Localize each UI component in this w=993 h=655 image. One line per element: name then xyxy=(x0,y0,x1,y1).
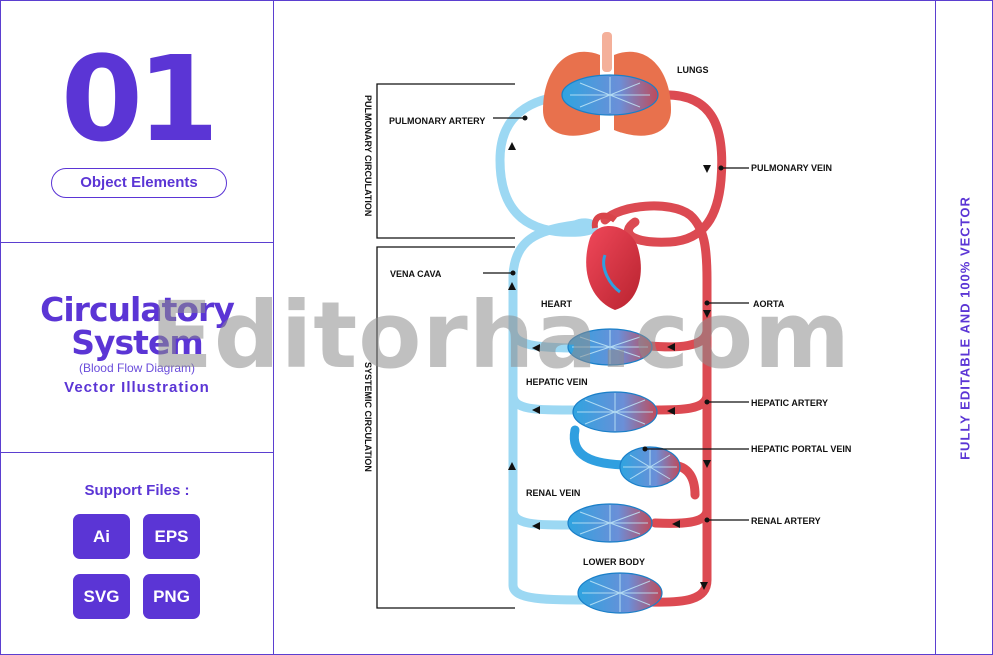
flow-arrows xyxy=(508,142,711,590)
label-lungs: LUNGS xyxy=(677,65,709,75)
label-pulmonary-circulation: PULMONARY CIRCULATION xyxy=(363,95,373,217)
label-aorta: AORTA xyxy=(753,299,785,309)
vector-label: Vector Illustration xyxy=(64,379,210,396)
label-pulmonary-vein: PULMONARY VEIN xyxy=(751,163,833,173)
format-badge-ai: Ai xyxy=(73,514,130,559)
left-panel: 01 Object Elements Circulatory System (B… xyxy=(0,0,274,655)
format-badge-eps: EPS xyxy=(143,514,200,559)
vena-cava-to-upper xyxy=(508,220,600,353)
aorta-descending xyxy=(600,201,712,607)
label-renal-artery: RENAL ARTERY xyxy=(751,516,821,526)
hepatic-artery-path xyxy=(650,390,712,415)
capillary-mesh xyxy=(570,77,677,612)
systemic-return-left xyxy=(508,385,600,605)
label-pulmonary-artery: PULMONARY ARTERY xyxy=(389,116,486,126)
hepatic-portal-connector xyxy=(569,425,635,470)
label-renal-vein: RENAL VEIN xyxy=(526,488,581,498)
label-lower-body: LOWER BODY xyxy=(583,557,645,567)
leader-dots xyxy=(510,115,724,523)
leader-lines xyxy=(483,117,749,521)
editable-vector-text: FULLY EDITABLE AND 100% VECTOR xyxy=(957,196,973,460)
renal-artery-path xyxy=(650,505,712,528)
label-hepatic-vein: HEPATIC VEIN xyxy=(526,377,588,387)
circulation-diagram: LUNGS PULMONARY ARTERY PULMONARY VEIN VE… xyxy=(275,0,935,655)
label-hepatic-portal-vein: HEPATIC PORTAL VEIN xyxy=(751,444,852,454)
diagram-graphic xyxy=(376,32,749,614)
bracket-lines xyxy=(376,83,515,609)
title-line-2: System xyxy=(71,323,203,362)
upper-body-artery xyxy=(645,325,712,352)
subtitle: (Blood Flow Diagram) xyxy=(78,361,196,375)
label-heart: HEART xyxy=(541,299,572,309)
title-line-1: Circulatory xyxy=(40,290,235,329)
category-pill: Object Elements xyxy=(51,168,227,198)
title-section: Circulatory System (Blood Flow Diagram) … xyxy=(0,243,274,453)
label-vena-cava: VENA CAVA xyxy=(390,269,442,279)
support-files-label: Support Files : xyxy=(84,482,190,499)
number-section: 01 Object Elements xyxy=(0,0,274,243)
right-strip: FULLY EDITABLE AND 100% VECTOR xyxy=(935,0,993,655)
hepatic-vein-path xyxy=(508,295,580,415)
heart-graphic xyxy=(586,212,641,310)
label-hepatic-artery: HEPATIC ARTERY xyxy=(751,398,829,408)
pulmonary-vein-loop xyxy=(624,90,727,247)
item-number: 01 xyxy=(60,30,219,168)
renal-vein-path xyxy=(508,505,580,530)
format-badge-png: PNG xyxy=(143,574,200,619)
systemic-bracket xyxy=(376,246,515,609)
format-badge-svg: SVG xyxy=(73,574,130,619)
label-systemic-circulation: SYSTEMIC CIRCULATION xyxy=(363,362,373,472)
pulmonary-bracket xyxy=(376,83,515,239)
support-section: Support Files : Ai EPS SVG PNG xyxy=(0,453,274,655)
